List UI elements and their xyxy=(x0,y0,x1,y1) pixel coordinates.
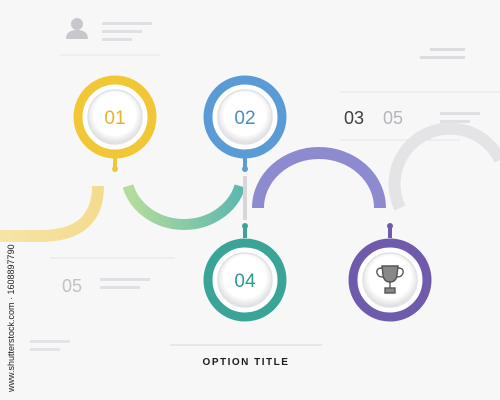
step-02-node[interactable]: 02 xyxy=(203,75,287,159)
step-01-node[interactable]: 01 xyxy=(73,75,157,159)
user-icon xyxy=(66,18,88,39)
purple-flow-arc xyxy=(252,147,386,209)
step-04-label: 04 xyxy=(234,271,256,292)
trophy-icon xyxy=(376,265,404,294)
step-01-label: 01 xyxy=(104,108,125,129)
step-04-node[interactable]: 04 xyxy=(203,238,287,322)
trophy-node[interactable] xyxy=(348,238,432,322)
label-05-right: 05 xyxy=(383,108,403,128)
option-title: OPTION TITLE xyxy=(203,357,290,368)
label-05-left: 05 xyxy=(62,276,82,296)
background-decorations xyxy=(30,22,500,351)
step-02-label: 02 xyxy=(234,108,255,129)
yellow-flow-arc xyxy=(0,185,104,242)
green-flow-arc xyxy=(122,184,246,230)
label-03: 03 xyxy=(344,108,364,128)
side-watermark: www.shutterstock.com · 1608897790 xyxy=(6,244,16,393)
gray-flow-arc xyxy=(388,122,500,211)
